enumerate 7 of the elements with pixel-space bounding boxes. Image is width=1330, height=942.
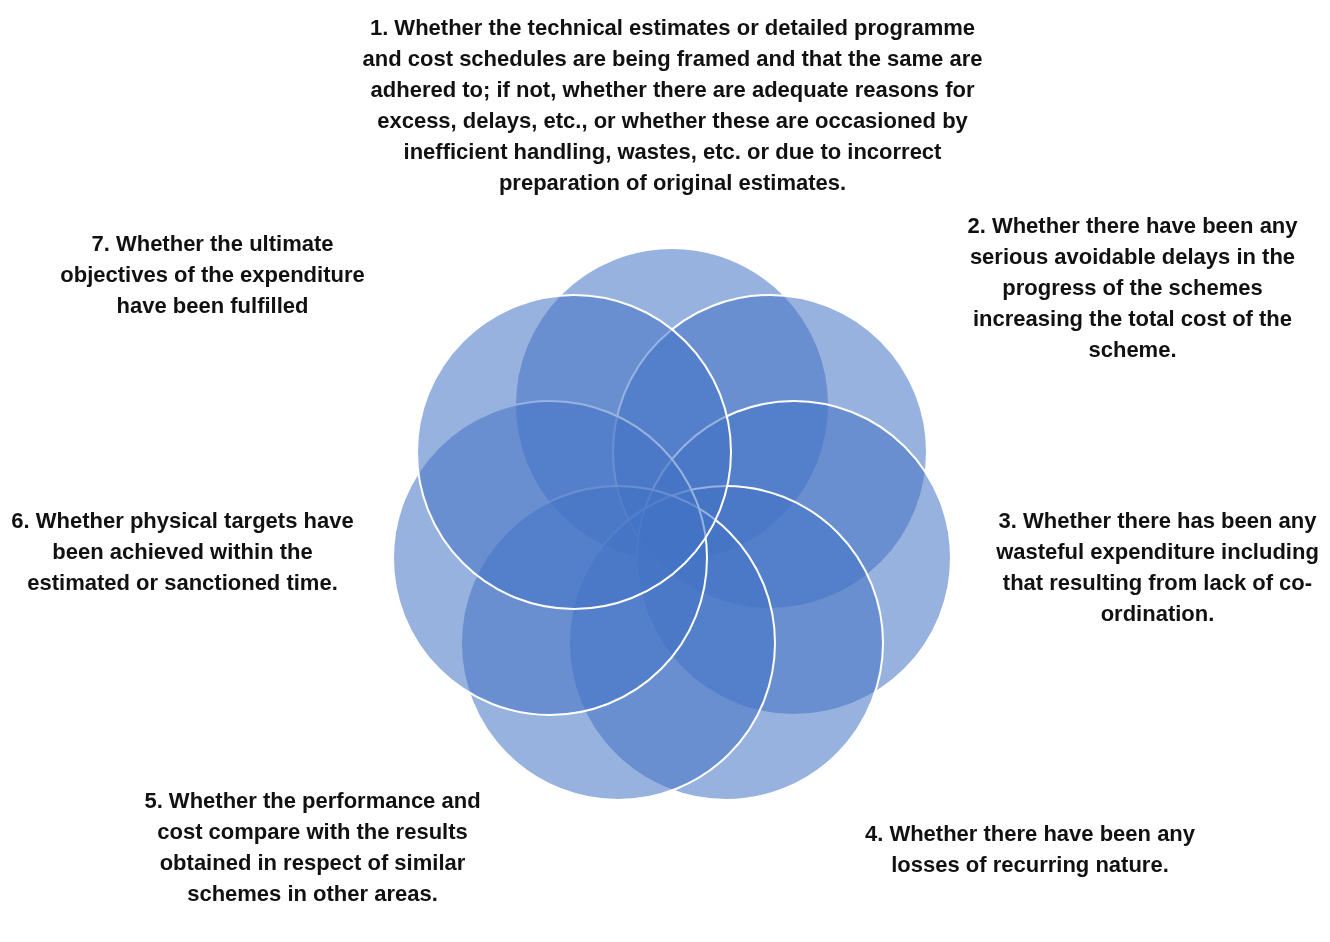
criterion-text: 7. Whether the ultimate objectives of the expenditure have been fulfilled <box>59 230 366 320</box>
criterion-text: 4. Whether there have been any losses of recurring nature. <box>863 820 1197 879</box>
criterion-text: 5. Whether the performance and cost compare with the results obtained in respect of similar schemes in other areas. <box>143 787 482 908</box>
criterion-text: 3. Whether there has been any wasteful expenditure including that resulting from lack of co-ordination. <box>995 507 1320 628</box>
criterion-text: 2. Whether there have been any serious avoidable delays in the progress of the schemes increasing the total cost of the scheme. <box>966 212 1299 364</box>
criterion-text: 6. Whether physical targets have been achieved within the estimated or sanctioned time. <box>10 507 355 597</box>
criterion-text: 1. Whether the technical estimates or detailed programme and cost schedules are being framed and that the same are adhered to; if not, whether there are adequate reasons for excess, delays, etc., or whether these are occasioned by inefficient handling, wastes, etc. or due to incorrect preparation of original estimates. <box>361 14 984 197</box>
